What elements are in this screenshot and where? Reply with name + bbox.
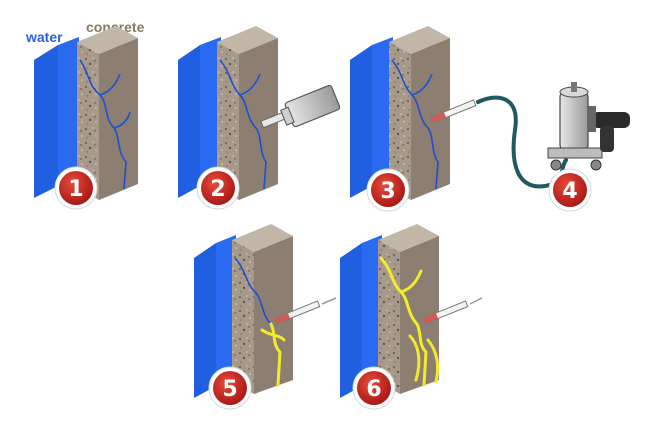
step-number: 6 [366,377,381,402]
concrete-side [400,236,439,394]
water-layer [340,243,362,398]
step-badge: 2 [196,166,240,210]
injection-hose [476,95,568,189]
water-layer-face [362,235,382,386]
crack-branch [99,73,121,96]
concrete-top [77,26,138,54]
concrete-side [411,38,450,200]
step-badge: 3 [366,168,410,212]
injection-packer [430,99,477,124]
concrete-front [77,42,99,200]
step-3-panel: 3 [350,26,568,212]
step-number: 3 [380,179,395,204]
concrete-side [99,38,138,200]
water-label: water [25,29,63,45]
water-layer-face [216,235,236,386]
concrete-top [389,26,450,54]
crack [391,59,439,190]
grout-fill [399,269,423,294]
step-badge: 4 [548,168,592,212]
water-layer [194,243,216,398]
water-layer-face [372,37,393,186]
step-number: 1 [68,177,83,202]
concrete-front [232,240,254,394]
water-layer [178,45,200,198]
concrete-top [232,224,293,252]
step-badge: 6 [352,366,396,410]
concrete-front [217,42,239,200]
crack-branch [239,73,261,96]
concrete-front [389,42,411,200]
crack-branch [113,111,131,129]
concrete-front [378,240,400,394]
injection-packer [422,297,483,325]
step-badge: 1 [54,166,98,210]
injection-packer [274,297,337,325]
grout-fill [408,334,421,382]
injection-pump [547,82,630,171]
grout-fill [260,328,286,342]
crack [219,59,267,190]
grout-fill [269,322,282,387]
step-5-panel: 5 [194,224,337,410]
step-number: 5 [222,377,237,402]
crack [234,257,272,325]
step-number: 2 [210,177,225,202]
concrete-side [254,236,293,394]
water-layer [350,45,372,198]
crack [79,59,127,190]
step-1-panel: 1 [34,26,138,210]
step-badge: 5 [208,366,252,410]
drill-bit [260,84,341,129]
water-layer [34,45,58,198]
concrete-top [217,26,278,54]
concrete-side [239,38,278,200]
crack-branch [411,73,433,96]
step-4-panel: 4 [547,82,630,212]
step-number: 4 [562,179,577,204]
step-2-panel: 2 [178,26,341,210]
water-layer-face [200,37,221,186]
step-6-panel: 6 [340,224,483,410]
grout-fill [379,256,428,387]
grout-fill [426,338,440,384]
water-layer-face [58,37,79,186]
concrete-top [378,224,439,252]
